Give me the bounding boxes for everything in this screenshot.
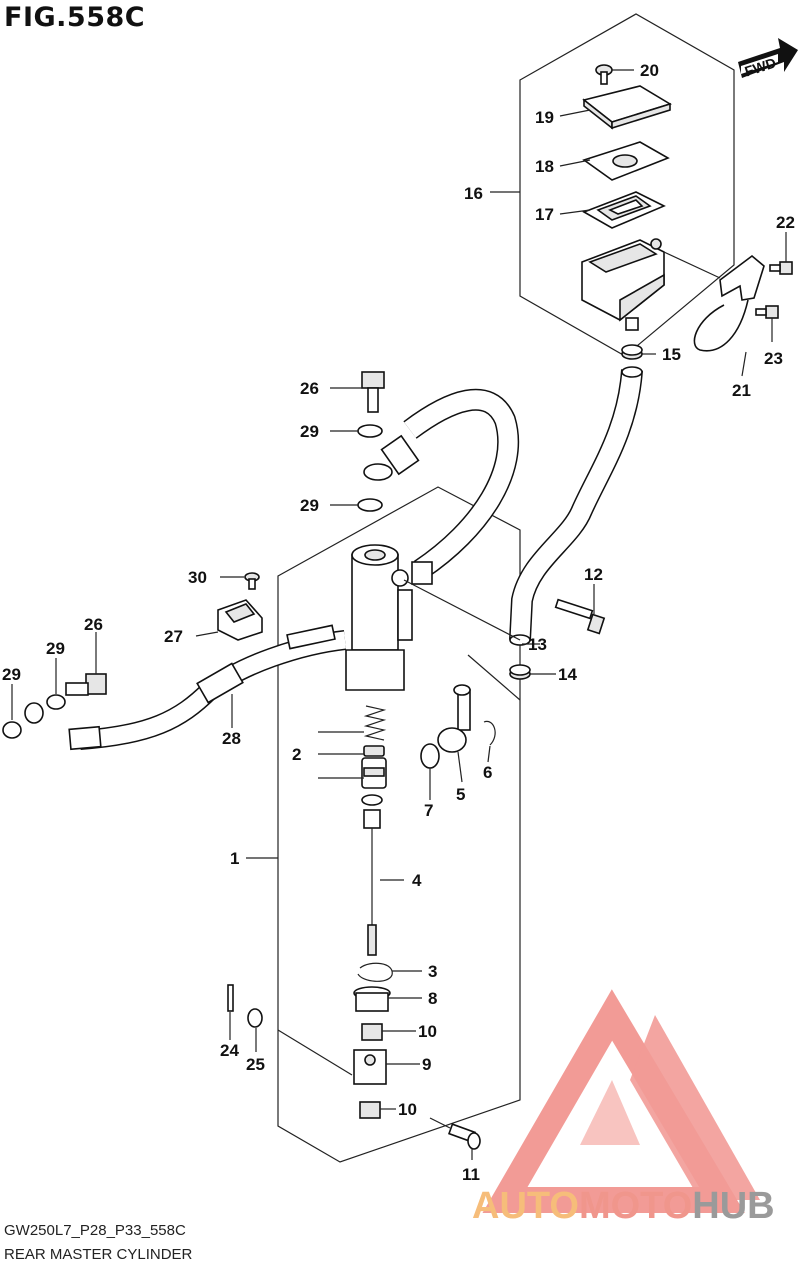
callout-27: 27 — [164, 627, 183, 646]
callout-22: 22 — [776, 213, 795, 232]
callout-11: 11 — [462, 1165, 480, 1184]
o-ring-7 — [420, 743, 440, 769]
clevis-9 — [353, 1049, 387, 1085]
bolt-23 — [755, 305, 779, 319]
callout-29-left-a: 29 — [46, 639, 65, 658]
nut-10-lower — [359, 1101, 381, 1119]
bolt-12 — [554, 598, 606, 635]
callout-18: 18 — [535, 157, 554, 176]
callout-26-top: 26 — [300, 379, 319, 398]
leader-lines — [11, 69, 787, 1160]
callout-30: 30 — [188, 568, 207, 587]
callout-14: 14 — [558, 665, 577, 684]
circlip-6 — [483, 720, 496, 746]
fwd-arrow-icon: FWD — [738, 38, 798, 80]
diagram-code: GW250L7_P28_P33_558C — [4, 1222, 186, 1239]
bracket-21 — [693, 254, 765, 352]
union-bolt-26-left — [65, 673, 107, 696]
reservoir-cap-19 — [582, 85, 672, 130]
piston-set-2 — [361, 705, 387, 789]
circlip-3 — [357, 962, 393, 982]
plate-18 — [582, 141, 670, 181]
callout-20: 20 — [640, 61, 659, 80]
callout-10-lower: 10 — [398, 1100, 417, 1119]
fwd-label: FWD — [743, 54, 778, 79]
callout-17: 17 — [535, 205, 554, 224]
cotter-pin-24 — [227, 984, 234, 1012]
connector-5 — [437, 684, 471, 753]
callout-3: 3 — [428, 962, 437, 981]
boot-8 — [353, 986, 391, 1012]
callout-16: 16 — [464, 184, 483, 203]
callout-15: 15 — [662, 345, 681, 364]
callout-29-left-b: 29 — [2, 665, 21, 684]
callout-12: 12 — [584, 565, 603, 584]
callout-5: 5 — [456, 785, 465, 804]
brake-hose — [403, 388, 520, 580]
callout-24: 24 — [220, 1041, 239, 1060]
callout-7: 7 — [424, 801, 433, 820]
watermark-hub: HUB — [692, 1185, 774, 1227]
watermark-moto: MOTO — [579, 1185, 692, 1227]
callout-1: 1 — [230, 849, 239, 868]
callout-13: 13 — [528, 635, 547, 654]
callout-21: 21 — [732, 381, 751, 400]
callout-4: 4 — [412, 871, 422, 890]
callout-26-left: 26 — [84, 615, 103, 634]
master-cylinder-group-outline — [277, 486, 521, 1163]
watermark-auto: AUTO — [472, 1185, 579, 1227]
callout-29-lower: 29 — [300, 496, 319, 515]
callout-10-upper: 10 — [418, 1022, 437, 1041]
nut-10-upper — [361, 1023, 383, 1041]
callout-23: 23 — [764, 349, 783, 368]
callout-29-upper: 29 — [300, 422, 319, 441]
master-cylinder-body — [345, 544, 433, 691]
banjo-bolt-26-top — [361, 371, 385, 413]
reservoir-group-outline — [519, 13, 735, 357]
callout-19: 19 — [535, 108, 554, 127]
washer-29-left-b — [2, 721, 22, 739]
hose-28 — [68, 630, 347, 751]
screw-20 — [595, 64, 613, 85]
washer-29-upper — [357, 424, 383, 438]
washer-29-lower — [357, 498, 383, 512]
bolt-22 — [769, 261, 793, 275]
clamp-15 — [621, 344, 643, 360]
pin-11 — [447, 1123, 481, 1150]
watermark-logo — [482, 989, 760, 1213]
callout-2: 2 — [292, 745, 301, 764]
callout-9: 9 — [422, 1055, 431, 1074]
callout-25: 25 — [246, 1055, 265, 1074]
push-rod-4 — [361, 794, 383, 956]
hose-13 — [509, 366, 643, 646]
washer-29-left-a — [46, 694, 66, 710]
watermark-text: AUTOMOTOHUB — [472, 1185, 775, 1227]
figure-title: FIG.558C — [4, 2, 146, 33]
washer-25 — [247, 1008, 263, 1028]
clamp-14 — [509, 664, 531, 680]
callout-6: 6 — [483, 763, 492, 782]
callout-28: 28 — [222, 729, 241, 748]
reservoir-16 — [581, 238, 665, 331]
diaphragm-17 — [582, 191, 666, 229]
banjo-fitting — [363, 434, 420, 481]
banjo-eye-left — [24, 702, 44, 724]
clip-27 — [217, 599, 263, 641]
pipe-segment — [286, 624, 336, 650]
callout-8: 8 — [428, 989, 437, 1008]
screw-30 — [244, 572, 260, 590]
diagram-caption: REAR MASTER CYLINDER — [4, 1246, 193, 1263]
